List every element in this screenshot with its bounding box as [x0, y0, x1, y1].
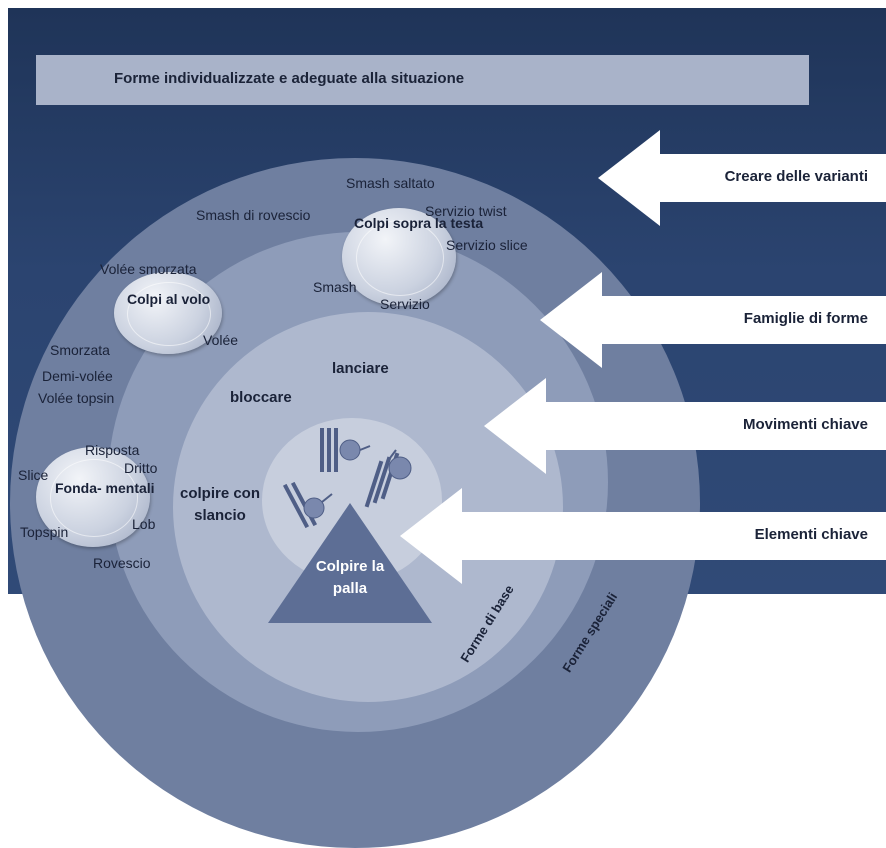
label-colpire-con-slancio: colpire con slancio [168, 483, 272, 527]
label-bloccare: bloccare [230, 389, 292, 406]
label-risposta: Risposta [85, 442, 140, 458]
label-smash-di-rovescio: Smash di rovescio [196, 207, 311, 223]
motion-pictograms-icon [282, 428, 412, 529]
ball-colpi-al-volo [114, 272, 222, 354]
diagram: Forme individualizzate e adeguate alla s… [8, 8, 886, 848]
family-title-fondamentali: Fonda- mentali [55, 477, 155, 499]
ball-colpi-sopra-testa [342, 208, 456, 306]
label-lanciare: lanciare [332, 360, 389, 377]
label-slice: Slice [18, 467, 49, 483]
family-title-text: Colpi sopra la testa [354, 215, 484, 231]
label-servizio: Servizio [380, 296, 430, 312]
arrow-label-elementi: Elementi chiave [754, 526, 868, 543]
arrow-movimenti-chiave: Movimenti chiave [484, 378, 886, 474]
center-title-text: Colpire la palla [315, 558, 385, 597]
label-topspin: Topspin [20, 524, 69, 540]
arrow-creare-varianti: Creare delle varianti [598, 130, 886, 226]
family-title-testa: Colpi sopra la testa [354, 212, 483, 234]
family-title-volo: Colpi al volo [127, 288, 211, 310]
ball-seam [49, 459, 139, 537]
colpire-text: colpire con slancio [179, 485, 261, 524]
label-dritto: Dritto [124, 460, 158, 476]
arrow-elementi-chiave: Elementi chiave [400, 488, 886, 584]
label-servizio-slice: Servizio slice [446, 237, 528, 253]
top-banner: Forme individualizzate e adeguate alla s… [36, 55, 809, 105]
ball-seam [355, 219, 445, 297]
ball-seam [126, 281, 212, 347]
label-lob: Lob [132, 516, 156, 532]
arrow-label-varianti: Creare delle varianti [724, 168, 868, 185]
label-volee-topsin: Volée topsin [38, 390, 115, 406]
arrow-label-famiglie: Famiglie di forme [743, 310, 868, 327]
label-servizio-twist: Servizio twist [425, 203, 507, 219]
label-demi-volee: Demi-volée [42, 368, 113, 384]
ball-fondamentali [36, 447, 150, 547]
label-smash-saltato: Smash saltato [346, 175, 435, 191]
banner-title: Forme individualizzate e adeguate alla s… [114, 70, 465, 87]
label-smash: Smash [313, 279, 357, 295]
label-volee: Volée [203, 332, 239, 348]
label-rovescio: Rovescio [93, 555, 151, 571]
arrow-label-movimenti: Movimenti chiave [742, 416, 868, 433]
label-volee-smorzata: Volée smorzata [100, 261, 197, 277]
family-title-text: Fonda- mentali [55, 480, 155, 496]
family-title-text: Colpi al volo [127, 291, 211, 307]
center-title: Colpire la palla [300, 556, 400, 600]
label-smorzata: Smorzata [50, 342, 110, 358]
arrow-famiglie-forme: Famiglie di forme [540, 272, 886, 368]
